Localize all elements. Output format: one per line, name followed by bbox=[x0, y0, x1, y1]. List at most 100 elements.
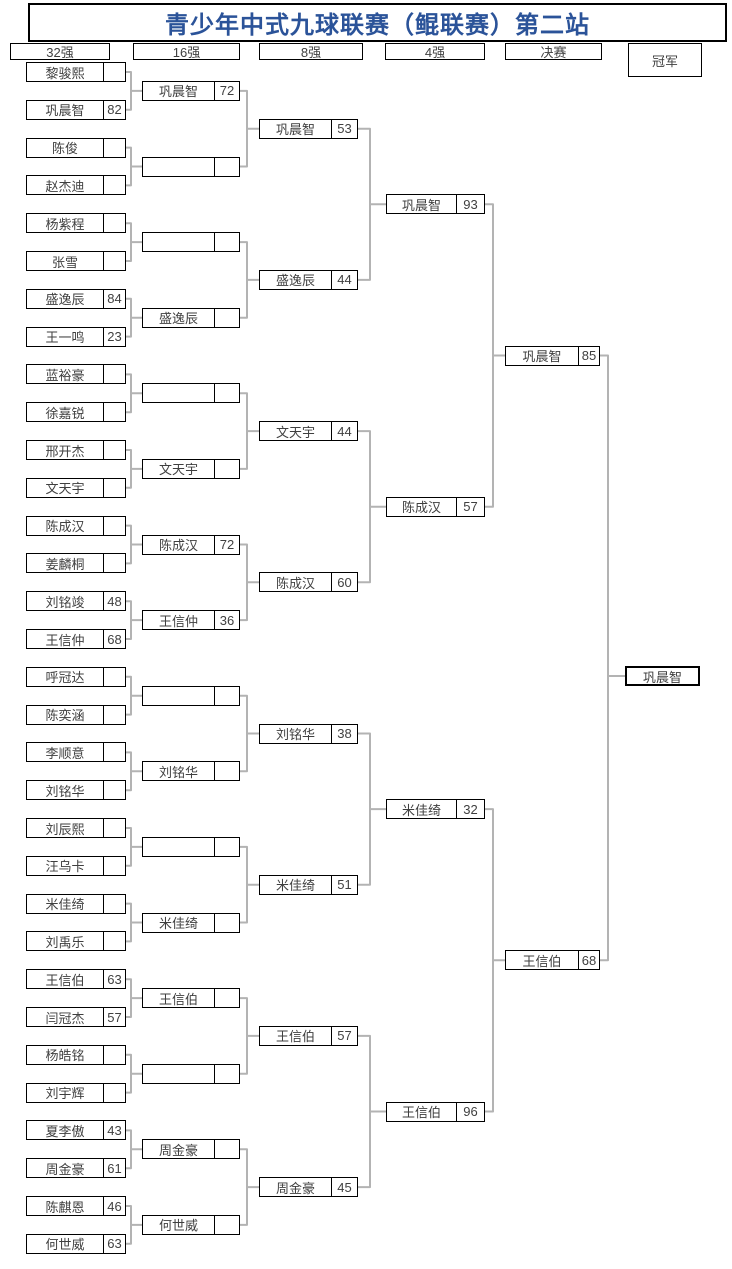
r32-player-name-27: 杨皓铭 bbox=[45, 1048, 85, 1064]
r32-score-10 bbox=[103, 403, 125, 422]
r32-score-12 bbox=[103, 478, 125, 497]
r32-box-12: 文天宇 bbox=[26, 477, 126, 498]
r4-score-2: 57 bbox=[456, 497, 484, 516]
r32-player-name-1: 黎骏熙 bbox=[45, 65, 85, 81]
r32-player-name-15: 刘铭竣 bbox=[45, 594, 85, 610]
r32-score-16: 68 bbox=[103, 630, 125, 648]
r16-player-name-2 bbox=[143, 158, 214, 176]
r32-score-15: 48 bbox=[103, 592, 125, 611]
r8-score-4: 60 bbox=[331, 573, 357, 592]
r16-box-13: 王信伯 bbox=[142, 988, 240, 1009]
r32-score-25: 63 bbox=[103, 970, 125, 989]
r16-player-name-7: 陈成汉 bbox=[158, 538, 198, 553]
r32-score-24 bbox=[103, 932, 125, 951]
r32-player-name-13: 陈成汉 bbox=[45, 519, 85, 535]
r8-player-name-3: 文天宇 bbox=[275, 424, 315, 440]
r32-player-name-32: 何世威 bbox=[45, 1237, 85, 1253]
r32-box-19: 李顺意 bbox=[26, 742, 126, 763]
r32-box-13: 陈成汉 bbox=[26, 515, 126, 536]
r32-box-4: 赵杰迪 bbox=[26, 175, 126, 196]
r16-score-11 bbox=[214, 837, 239, 856]
r32-score-11 bbox=[103, 441, 125, 459]
r32-box-17: 呼冠达 bbox=[26, 666, 126, 687]
r32-player-name-12: 文天宇 bbox=[45, 481, 85, 497]
r32-score-31: 46 bbox=[103, 1197, 125, 1215]
r16-player-name-6: 文天宇 bbox=[158, 462, 198, 478]
header-r16: 16强 bbox=[133, 43, 240, 60]
r32-box-31: 陈麒恩 46 bbox=[26, 1196, 126, 1216]
r4-score-4: 96 bbox=[456, 1102, 484, 1121]
r32-score-28 bbox=[103, 1083, 125, 1102]
r32-box-27: 杨皓铭 bbox=[26, 1044, 126, 1065]
r16-score-3 bbox=[214, 233, 239, 252]
champion-box: 巩晨智 bbox=[625, 666, 700, 686]
r32-player-name-9: 蓝裕豪 bbox=[45, 367, 85, 383]
r32-player-name-26: 闫冠杰 bbox=[45, 1010, 85, 1026]
r4-score-1: 93 bbox=[456, 195, 484, 214]
r16-score-10 bbox=[214, 762, 239, 781]
r16-box-15: 周金豪 bbox=[142, 1139, 240, 1160]
r16-score-1: 72 bbox=[214, 81, 239, 100]
r16-player-name-14 bbox=[143, 1065, 214, 1083]
r16-box-16: 何世威 bbox=[142, 1214, 240, 1235]
r16-box-6: 文天宇 bbox=[142, 458, 240, 479]
r32-box-14: 姜麟桐 bbox=[26, 553, 126, 574]
r32-player-name-20: 刘铭华 bbox=[45, 783, 85, 799]
r32-score-19 bbox=[103, 743, 125, 762]
r32-player-name-22: 汪乌卡 bbox=[45, 859, 85, 875]
r32-player-name-14: 姜麟桐 bbox=[45, 556, 85, 572]
r16-score-6 bbox=[214, 459, 239, 478]
r32-score-26: 57 bbox=[103, 1008, 125, 1026]
r32-player-name-7: 盛逸辰 bbox=[45, 292, 85, 308]
r16-score-5 bbox=[214, 384, 239, 403]
r32-box-28: 刘宇辉 bbox=[26, 1082, 126, 1103]
r32-player-name-31: 陈麒恩 bbox=[45, 1199, 85, 1215]
r32-score-27 bbox=[103, 1045, 125, 1064]
r16-box-2 bbox=[142, 156, 240, 177]
r32-box-15: 刘铭竣 48 bbox=[26, 591, 126, 612]
r16-player-name-8: 王信仲 bbox=[158, 613, 198, 629]
r32-player-name-28: 刘宇辉 bbox=[45, 1086, 85, 1102]
r32-score-32: 63 bbox=[103, 1234, 125, 1253]
r16-box-11 bbox=[142, 836, 240, 857]
r16-score-13 bbox=[214, 989, 239, 1008]
r16-player-name-5 bbox=[143, 384, 214, 402]
r32-player-name-23: 米佳绮 bbox=[45, 897, 85, 913]
r32-score-17 bbox=[103, 667, 125, 686]
r16-player-name-11 bbox=[143, 838, 214, 856]
r8-score-6: 51 bbox=[331, 875, 357, 894]
r16-score-2 bbox=[214, 157, 239, 176]
r16-player-name-9 bbox=[143, 687, 214, 705]
r32-player-name-2: 巩晨智 bbox=[45, 103, 85, 119]
r32-score-6 bbox=[103, 252, 125, 270]
r32-box-21: 刘辰熙 bbox=[26, 818, 126, 838]
r16-score-16 bbox=[214, 1215, 239, 1234]
r8-score-5: 38 bbox=[331, 724, 357, 743]
r32-score-30: 61 bbox=[103, 1159, 125, 1178]
r16-box-12: 米佳绮 bbox=[142, 912, 240, 933]
r16-player-name-3 bbox=[143, 233, 214, 251]
r16-box-10: 刘铭华 bbox=[142, 761, 240, 782]
r32-box-22: 汪乌卡 bbox=[26, 855, 126, 876]
r8-player-name-6: 米佳绮 bbox=[275, 878, 315, 894]
r32-box-23: 米佳绮 bbox=[26, 893, 126, 914]
tournament-title: 青少年中式九球联赛（鲲联赛）第二站 bbox=[165, 10, 590, 39]
r4-score-3: 32 bbox=[456, 800, 484, 819]
r16-score-8: 36 bbox=[214, 611, 239, 630]
r32-score-22 bbox=[103, 856, 125, 875]
r32-score-3 bbox=[103, 138, 125, 157]
